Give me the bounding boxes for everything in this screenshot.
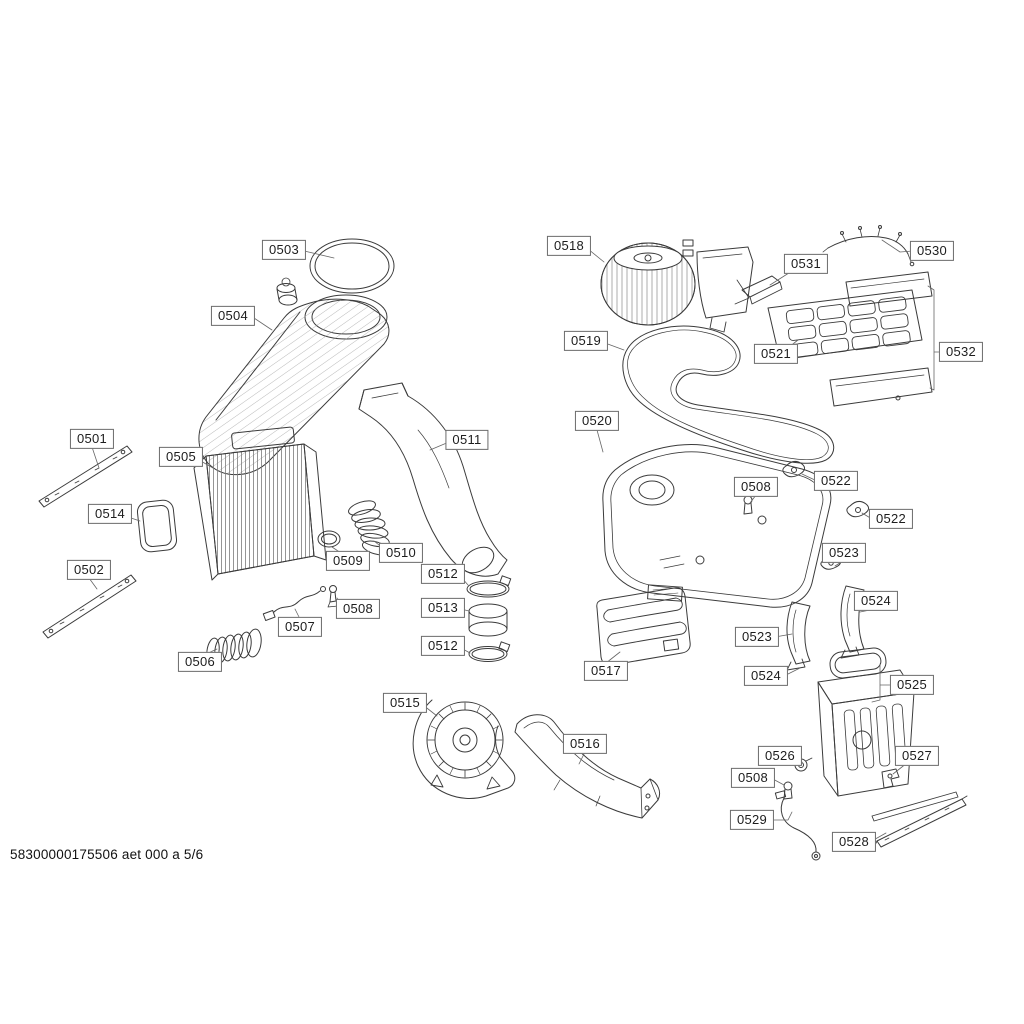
- part-label-0505: 0505: [158, 446, 204, 468]
- part-label-0512: 0512: [420, 563, 466, 585]
- part-label-0522: 0522: [868, 508, 914, 530]
- part-label-0508: 0508: [733, 476, 779, 498]
- part-0509-ring: [317, 530, 341, 548]
- part-label-0513: 0513: [420, 597, 466, 619]
- part-label-0530: 0530: [909, 240, 955, 262]
- part-0507-cable: [262, 586, 326, 621]
- part-0530-harness: [822, 225, 915, 267]
- part-0519-gasket: [622, 325, 835, 464]
- part-0531-bracket: [741, 275, 783, 305]
- part-0512-clamp-2: [468, 641, 511, 662]
- part-label-0507: 0507: [277, 616, 323, 638]
- part-0503-seal-ring: [309, 238, 395, 294]
- part-label-0501: 0501: [69, 428, 115, 450]
- part-label-0524: 0524: [853, 590, 899, 612]
- part-0517-heater: [596, 587, 691, 666]
- part-label-0510: 0510: [378, 542, 424, 564]
- part-label-0502: 0502: [66, 559, 112, 581]
- part-0504-drum-assembly: [198, 277, 390, 476]
- part-0529-cable: [774, 790, 821, 861]
- part-label-0508: 0508: [730, 767, 776, 789]
- part-label-0514: 0514: [87, 503, 133, 525]
- part-0501-rail: [38, 445, 133, 508]
- part-label-0519: 0519: [563, 330, 609, 352]
- part-0518-fan-wheel: [600, 239, 754, 333]
- part-0522-clip: [782, 460, 806, 478]
- part-0513-sleeve: [468, 603, 508, 637]
- part-0502-rail: [42, 574, 137, 639]
- part-label-0523: 0523: [734, 626, 780, 648]
- part-label-0529: 0529: [729, 809, 775, 831]
- part-label-0504: 0504: [210, 305, 256, 327]
- part-label-0518: 0518: [546, 235, 592, 257]
- part-label-0527: 0527: [894, 745, 940, 767]
- part-0527-clip: [881, 768, 900, 789]
- part-label-0508: 0508: [335, 598, 381, 620]
- part-0521-panel: [767, 289, 923, 361]
- part-0522-clip-2: [846, 500, 870, 518]
- part-label-0512: 0512: [420, 635, 466, 657]
- part-label-0523: 0523: [821, 542, 867, 564]
- part-label-0516: 0516: [562, 733, 608, 755]
- part-label-0511: 0511: [445, 429, 489, 451]
- document-number: 58300000175506 aet 000 a 5/6: [10, 847, 204, 862]
- part-label-0524: 0524: [743, 665, 789, 687]
- part-label-0506: 0506: [177, 651, 223, 673]
- part-label-0526: 0526: [757, 745, 803, 767]
- part-0516-duct: [514, 714, 661, 819]
- part-0512-clamp: [466, 575, 512, 598]
- part-label-0531: 0531: [783, 253, 829, 275]
- part-0520-base-tray: [602, 444, 832, 608]
- part-label-0528: 0528: [831, 831, 877, 853]
- part-0505-heat-exchanger: [193, 426, 327, 581]
- part-label-0517: 0517: [583, 660, 629, 682]
- part-label-0515: 0515: [382, 692, 428, 714]
- part-label-0521: 0521: [753, 343, 799, 365]
- part-label-0522: 0522: [813, 470, 859, 492]
- part-label-0520: 0520: [574, 410, 620, 432]
- part-label-0525: 0525: [889, 674, 935, 696]
- part-0506-hose: [206, 628, 262, 665]
- part-label-0503: 0503: [261, 239, 307, 261]
- part-label-0532: 0532: [938, 341, 984, 363]
- part-0508-valve-2: [743, 495, 753, 515]
- part-0532-cover-panels: [829, 271, 933, 407]
- part-0528-rail: [871, 791, 968, 848]
- part-0514-gasket: [136, 499, 178, 553]
- part-label-0509: 0509: [325, 550, 371, 572]
- part-0515-blower: [412, 699, 516, 799]
- part-0523-bracket: [786, 601, 811, 671]
